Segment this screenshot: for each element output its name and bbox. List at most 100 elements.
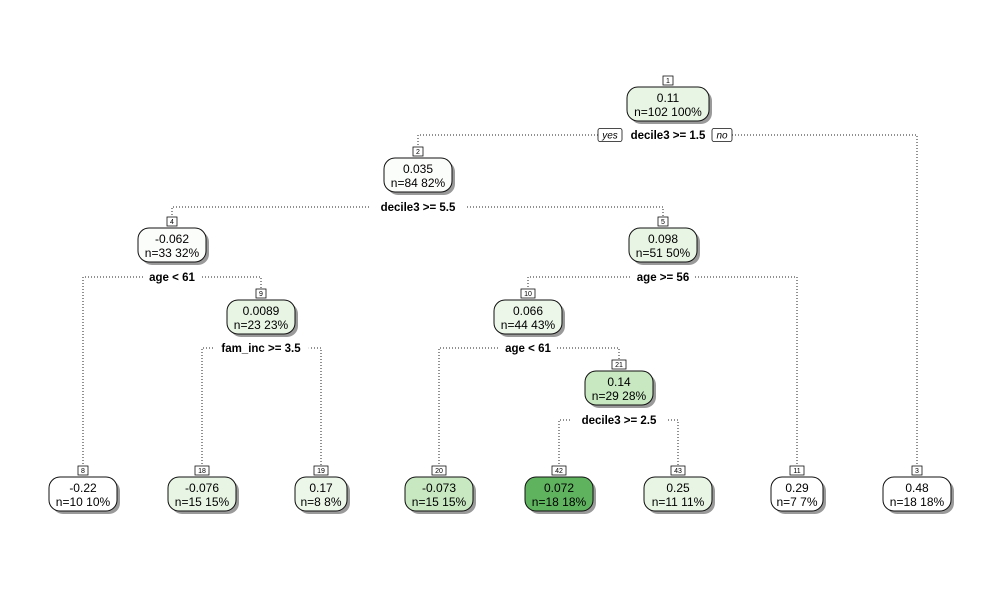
node-value: 0.29 <box>785 481 809 495</box>
node-stats: n=84 82% <box>391 176 446 190</box>
tree-node-11: 11 0.29n=7 7% <box>770 465 826 514</box>
node-id-label: 18 <box>198 468 206 475</box>
node-value: 0.17 <box>309 481 333 495</box>
node-stats: n=8 8% <box>300 495 341 509</box>
tree-node-43: 43 0.25n=11 11% <box>643 465 715 514</box>
split-label-bg <box>370 200 466 214</box>
node-value: 0.066 <box>513 304 543 318</box>
node-stats: n=15 15% <box>175 495 230 509</box>
node-id-label: 21 <box>615 362 623 369</box>
split-label-node-2: decile3 >= 5.5 <box>381 202 456 214</box>
tree-node-3: 3 0.48n=18 18% <box>882 465 954 514</box>
node-id-label: 3 <box>915 468 919 475</box>
split-label-bg <box>571 413 667 427</box>
node-value: 0.035 <box>403 162 433 176</box>
split-label-node-10: age < 61 <box>505 343 551 355</box>
node-box <box>770 476 824 512</box>
node-stats: n=15 15% <box>412 495 467 509</box>
node-id-box <box>255 288 267 299</box>
split-label-bg <box>620 128 716 142</box>
node-value: 0.098 <box>648 232 678 246</box>
node-id-box <box>911 465 923 476</box>
split-label-bg <box>499 341 557 355</box>
node-box <box>226 299 296 335</box>
node-id-box <box>551 465 567 476</box>
edge-2 <box>171 206 664 218</box>
node-id-label: 8 <box>81 468 85 475</box>
split-label-node-1: decile3 >= 1.5 <box>631 130 706 142</box>
split-label-bg <box>143 270 201 284</box>
node-id-box <box>789 465 805 476</box>
node-box <box>584 370 654 406</box>
split-labels: decile3 >= 1.5 decile3 >= 5.5 age < 61 age … <box>143 128 733 427</box>
node-value: -0.076 <box>185 481 219 495</box>
node-id-box <box>313 465 329 476</box>
node-stats: n=29 28% <box>592 389 647 403</box>
node-value: -0.22 <box>69 481 97 495</box>
node-box <box>167 476 237 512</box>
node-id-box <box>431 465 447 476</box>
node-value: -0.062 <box>155 232 189 246</box>
no-label-box <box>711 128 733 142</box>
node-id-box <box>657 216 669 227</box>
tree-node-1: 10.11n=102 100% <box>626 75 712 124</box>
node-id-label: 1 <box>666 78 670 85</box>
node-stats: n=33 32% <box>145 246 200 260</box>
node-stats: n=7 7% <box>776 495 817 509</box>
node-stats: n=18 18% <box>532 495 587 509</box>
node-id-label: 20 <box>435 468 443 475</box>
node-id-box <box>611 359 627 370</box>
node-id-box <box>412 146 424 157</box>
node-value: 0.14 <box>607 375 631 389</box>
node-box <box>294 476 348 512</box>
node-id-box <box>166 216 178 227</box>
node-id-box <box>194 465 210 476</box>
node-id-label: 43 <box>674 468 682 475</box>
node-id-label: 11 <box>793 468 800 475</box>
node-value: 0.48 <box>905 481 929 495</box>
split-label-node-21: decile3 >= 2.5 <box>582 415 657 427</box>
edge-9 <box>201 347 322 467</box>
node-value: 0.25 <box>666 481 690 495</box>
node-id-label: 4 <box>170 219 174 226</box>
node-id-label: 10 <box>524 291 532 298</box>
split-label-node-4: age < 61 <box>149 272 195 284</box>
split-label-bg <box>213 341 309 355</box>
node-id-box <box>520 288 536 299</box>
node-id-label: 5 <box>661 219 665 226</box>
tree-node-8: 8 -0.22n=10 10% <box>48 465 120 514</box>
tree-node-19: 190.17n=8 8% <box>294 465 350 514</box>
node-box <box>643 476 713 512</box>
node-stats: n=18 18% <box>890 495 945 509</box>
no-label: no <box>716 131 728 142</box>
edge-5 <box>527 276 798 467</box>
node-stats: n=51 50% <box>636 246 691 260</box>
node-stats: n=23 23% <box>234 318 289 332</box>
node-box <box>626 86 710 122</box>
node-id-label: 2 <box>416 149 420 156</box>
node-stats: n=10 10% <box>56 495 111 509</box>
node-id-box <box>77 465 89 476</box>
node-id-box <box>670 465 686 476</box>
edge-21 <box>558 419 679 467</box>
yes-label: yes <box>601 131 618 142</box>
node-box <box>404 476 474 512</box>
node-box <box>628 227 698 263</box>
node-box <box>383 157 453 193</box>
split-label-node-9: fam_inc >= 3.5 <box>221 343 301 355</box>
node-id-label: 42 <box>555 468 563 475</box>
node-box <box>882 476 952 512</box>
node-stats: n=102 100% <box>634 105 702 119</box>
edge-10 <box>438 347 620 467</box>
node-box <box>48 476 118 512</box>
node-stats: n=11 11% <box>652 495 705 509</box>
